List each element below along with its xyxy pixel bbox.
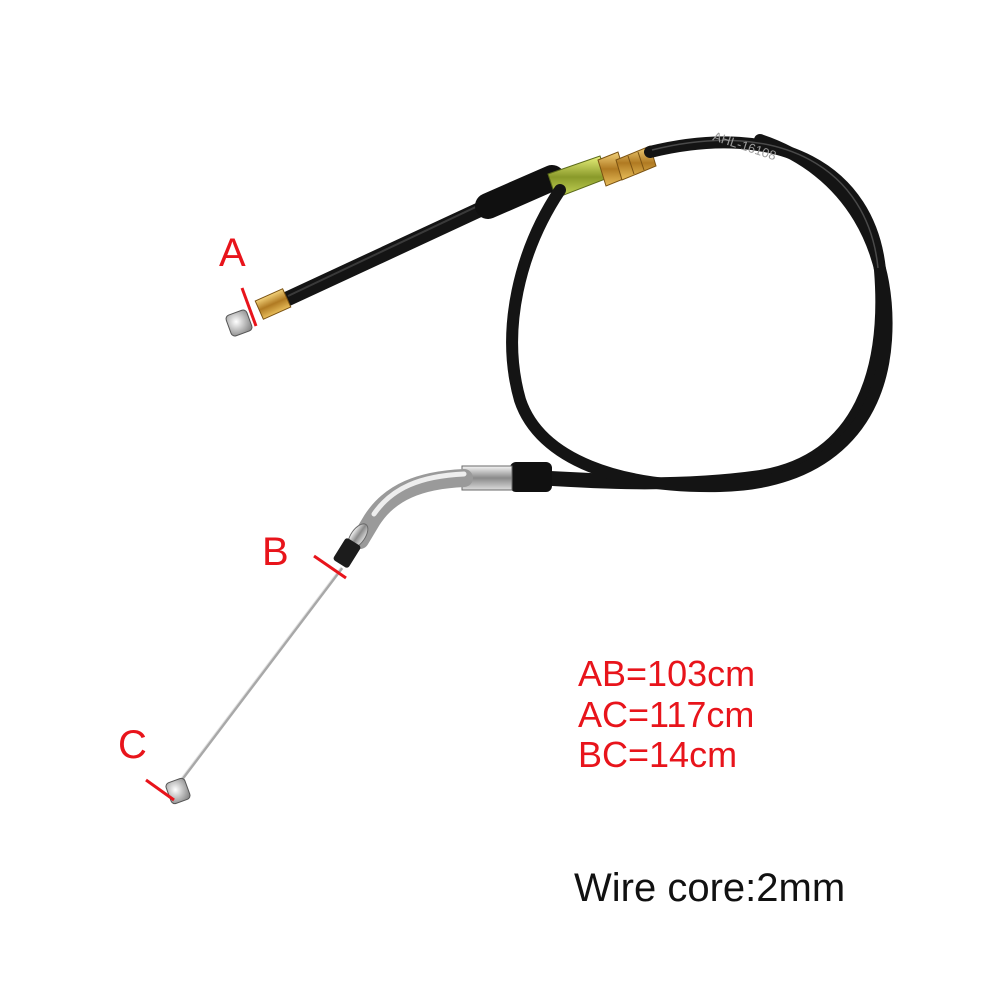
cable-marking-text: AHL-16108 — [711, 129, 778, 164]
upper-cable-segment — [277, 165, 565, 308]
tick-a — [240, 287, 258, 327]
tick-c — [145, 778, 175, 802]
end-fitting-a — [225, 288, 292, 337]
label-b: B — [262, 530, 289, 574]
label-a: A — [219, 231, 246, 275]
lower-cable-end — [333, 462, 607, 568]
measurement-ab: AB=103cm — [578, 653, 756, 694]
measurement-ticks — [145, 287, 347, 802]
measurement-ac: AC=117cm — [578, 694, 755, 735]
inner-wire — [178, 566, 344, 783]
tick-b — [313, 554, 347, 580]
measurement-bc: BC=14cm — [578, 734, 738, 775]
end-fitting-c — [165, 777, 191, 805]
wire-core-caption: Wire core:2mm — [574, 866, 846, 910]
label-c: C — [118, 723, 147, 767]
